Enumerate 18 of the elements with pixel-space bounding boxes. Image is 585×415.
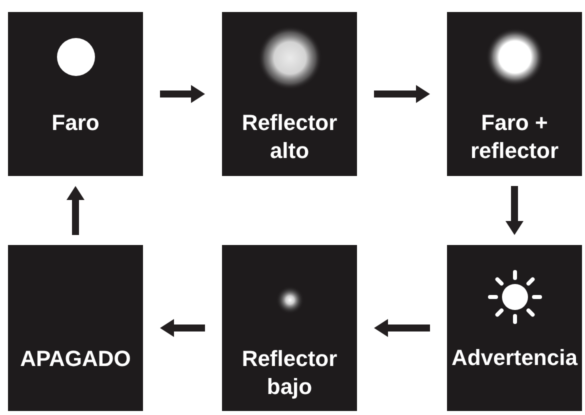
state-label: Reflector alto <box>240 109 338 165</box>
state-box <box>8 12 143 176</box>
state-box <box>222 245 357 411</box>
arrow <box>374 319 430 337</box>
state-label: APAGADO <box>20 345 131 373</box>
arrow <box>374 85 430 103</box>
state-box <box>447 12 582 176</box>
state-box <box>8 245 143 411</box>
state-label: Faro <box>52 109 100 137</box>
state-label: Advertencia <box>452 344 578 372</box>
state-label: Faro + reflector <box>469 109 560 165</box>
arrow <box>506 186 524 235</box>
arrow <box>160 319 205 337</box>
arrow <box>160 85 205 103</box>
state-box <box>447 245 582 411</box>
state-box <box>222 12 357 176</box>
state-label: Reflector bajo <box>240 345 338 401</box>
arrow <box>66 186 84 235</box>
